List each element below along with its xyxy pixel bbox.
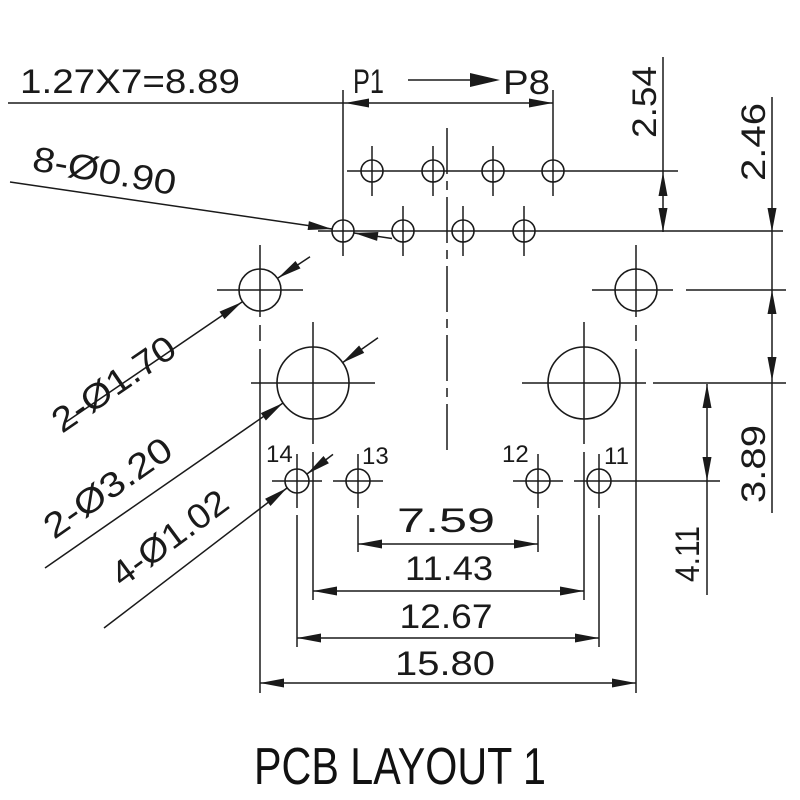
pin-number-12: 12 (502, 441, 529, 468)
drawing-title: PCB LAYOUT 1 (254, 738, 546, 796)
dim-hole-to-pin: 4.11 (669, 526, 707, 582)
dim-full-span: 15.80 (395, 645, 495, 683)
pitch-dimension-label: 1.27X7=8.89 (20, 63, 240, 101)
pin-end-label: P8 (503, 64, 550, 102)
pin-number-13: 13 (362, 443, 389, 470)
dim-inner-span: 7.59 (397, 502, 495, 540)
dim-row-to-hole: 2.46 (735, 103, 773, 181)
pin-number-14: 14 (266, 441, 293, 468)
callout-locating-holes: 2-Ø1.70 (44, 328, 183, 441)
vertical-lines (259, 90, 637, 693)
pin-start-label: P1 (353, 63, 384, 101)
pin-number-11: 11 (604, 443, 629, 470)
dimension-lines (8, 57, 773, 684)
dim-mid-span: 11.43 (405, 550, 493, 588)
dim-outer-span: 12.67 (400, 598, 493, 636)
arrowheads (219, 73, 777, 688)
dim-hole-to-hole: 3.89 (735, 425, 773, 503)
callout-pin-holes: 8-Ø0.90 (30, 139, 180, 203)
dim-row-pitch: 2.54 (626, 66, 664, 138)
horizontal-lines (217, 170, 786, 482)
